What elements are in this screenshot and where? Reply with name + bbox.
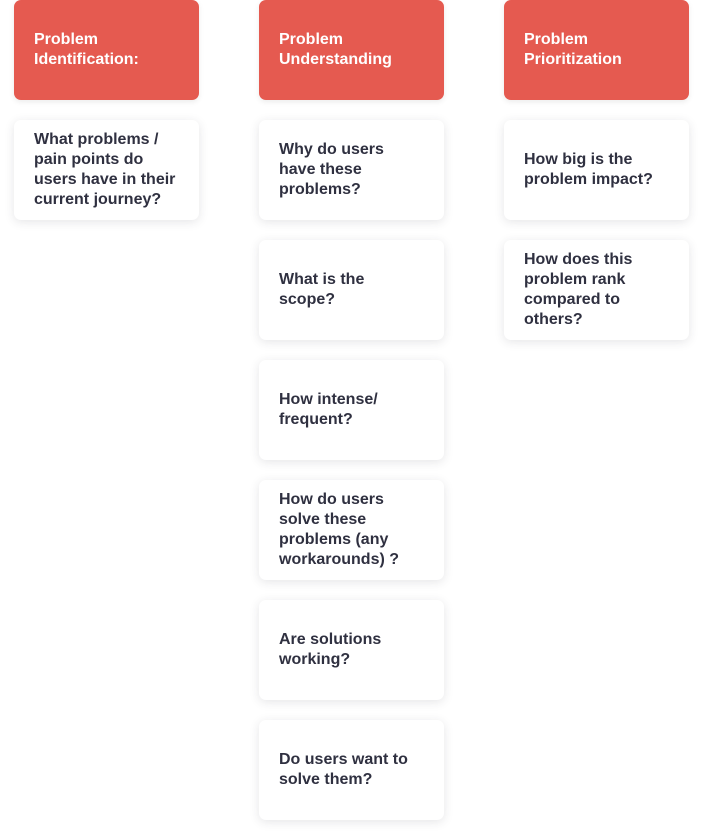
column-problem-understanding: Problem Understanding Why do users have …: [259, 0, 444, 820]
question-card: How does this problem rank compared to o…: [504, 240, 689, 340]
question-card: Why do users have these problems?: [259, 120, 444, 220]
column-header-problem-understanding: Problem Understanding: [259, 0, 444, 100]
column-problem-prioritization: Problem Prioritization How big is the pr…: [504, 0, 689, 340]
question-text: How intense/ frequent?: [279, 391, 378, 428]
question-text: Do users want to solve them?: [279, 751, 408, 788]
column-problem-identification: Problem Identification: What problems / …: [14, 0, 199, 220]
column-header-label: Problem Identification:: [34, 31, 139, 68]
question-card: What problems / pain points do users hav…: [14, 120, 199, 220]
question-card: How intense/ frequent?: [259, 360, 444, 460]
question-text: Why do users have these problems?: [279, 141, 384, 198]
question-card: How big is the problem impact?: [504, 120, 689, 220]
column-header-problem-prioritization: Problem Prioritization: [504, 0, 689, 100]
question-card-list: What problems / pain points do users hav…: [14, 120, 199, 220]
question-text: What is the scope?: [279, 271, 365, 308]
column-header-label: Problem Understanding: [279, 31, 392, 68]
question-text: How big is the problem impact?: [524, 151, 653, 188]
column-header-problem-identification: Problem Identification:: [14, 0, 199, 100]
question-text: What problems / pain points do users hav…: [34, 131, 176, 208]
question-card: What is the scope?: [259, 240, 444, 340]
question-text: How does this problem rank compared to o…: [524, 251, 633, 328]
column-header-label: Problem Prioritization: [524, 31, 622, 68]
question-card-list: Why do users have these problems? What i…: [259, 120, 444, 820]
question-text: Are solutions working?: [279, 631, 382, 668]
question-card: How do users solve these problems (any w…: [259, 480, 444, 580]
question-card: Are solutions working?: [259, 600, 444, 700]
question-text: How do users solve these problems (any w…: [279, 491, 400, 568]
question-card: Do users want to solve them?: [259, 720, 444, 820]
question-card-list: How big is the problem impact? How does …: [504, 120, 689, 340]
